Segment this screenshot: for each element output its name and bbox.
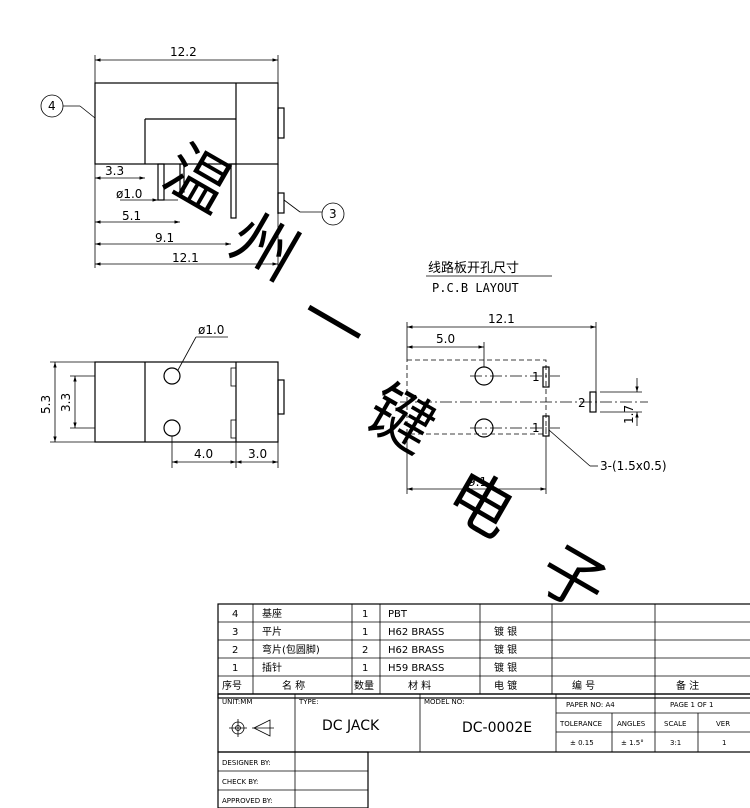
side-dim-pin-dia: ø1.0	[116, 187, 142, 201]
part-row-1-no: 4	[232, 609, 238, 620]
approved-label: APPROVED BY:	[222, 797, 272, 805]
part-row-1-material: PBT	[388, 609, 408, 620]
part-row-2-no: 3	[232, 627, 238, 638]
header-no: 序号	[222, 679, 242, 692]
title-block: 4 基座 1 PBT 3 平片 1 H62 BRASS 镀 银 2 弯片(包圆脚…	[217, 603, 750, 808]
paper-label: PAPER NO: A4	[566, 701, 615, 709]
front-dim-3.3: 3.3	[59, 393, 73, 412]
unit-label: UNIT:MM	[222, 698, 252, 706]
part-row-2-qty: 1	[362, 627, 368, 638]
model-label: MODEL NO:	[424, 698, 464, 706]
pcb-dim-12.1: 12.1	[488, 312, 515, 326]
front-dim-5.3: 5.3	[39, 395, 53, 414]
header-finish: 电 镀	[494, 679, 517, 692]
part-row-2-finish: 镀 银	[494, 625, 517, 638]
designer-label: DESIGNER BY:	[222, 759, 271, 767]
tolerance-label: TOLERANCE	[559, 720, 602, 728]
pcb-pin-2: 2	[578, 396, 586, 410]
callout-3: 3	[329, 207, 337, 221]
watermark: 温 州 一 键 电 子	[151, 132, 618, 628]
part-row-3-finish: 镀 银	[494, 643, 517, 656]
side-dim-12.1: 12.1	[172, 251, 199, 265]
part-row-1-name: 基座	[262, 607, 282, 620]
pcb-pin-1-bottom: 1	[532, 421, 540, 435]
check-label: CHECK BY:	[222, 778, 258, 786]
page-label: PAGE 1 OF 1	[670, 701, 713, 709]
projection-symbol-icon	[229, 719, 274, 737]
side-top-dim: 12.2	[170, 45, 197, 59]
model-value: DC-0002E	[462, 720, 532, 736]
side-dim-5.1: 5.1	[122, 209, 141, 223]
part-row-4-finish: 镀 银	[494, 661, 517, 674]
part-row-2-material: H62 BRASS	[388, 627, 444, 638]
ver-label: VER	[716, 720, 730, 728]
part-row-4-name: 插针	[262, 661, 282, 674]
front-dim-4.0: 4.0	[194, 447, 213, 461]
watermark-char-4: 键	[354, 372, 446, 468]
pcb-dim-5.0: 5.0	[436, 332, 455, 346]
ver-value: 1	[722, 739, 726, 747]
type-value: DC JACK	[322, 718, 380, 734]
watermark-char-1: 温	[151, 132, 243, 228]
side-view: 12.2 3.3 ø1.0 5.1 9.1 12.1 4 3	[40, 45, 345, 268]
scale-label: SCALE	[664, 720, 686, 728]
pcb-dim-9.1: 9.1	[468, 475, 487, 489]
pcb-title-en: P.C.B LAYOUT	[432, 281, 519, 295]
part-row-4-no: 1	[232, 663, 238, 674]
part-row-3-qty: 2	[362, 645, 368, 656]
callout-4: 4	[48, 99, 56, 113]
type-label: TYPE:	[298, 698, 319, 706]
header-code: 编 号	[572, 679, 595, 692]
scale-value: 3:1	[670, 739, 681, 747]
pcb-dim-1.7: 1.7	[622, 405, 636, 424]
front-hole-dim: ø1.0	[198, 323, 224, 337]
part-row-3-name: 弯片(包圆脚)	[262, 643, 320, 656]
watermark-char-5: 电	[434, 457, 526, 553]
header-material: 材 料	[408, 679, 431, 692]
part-row-2-name: 平片	[262, 625, 282, 638]
part-row-4-qty: 1	[362, 663, 368, 674]
part-row-4-material: H59 BRASS	[388, 663, 444, 674]
angles-label: ANGLES	[617, 720, 646, 728]
header-qty: 数量	[354, 679, 374, 692]
watermark-char-6: 子	[526, 532, 618, 628]
side-dim-9.1: 9.1	[155, 231, 174, 245]
pcb-slot-note: 3-(1.5x0.5)	[600, 459, 667, 473]
pcb-layout: 线路板开孔尺寸 P.C.B LAYOUT 1 2 1 12.1 5.0 9.1	[400, 260, 667, 494]
front-view: ø1.0 5.3 3.3 4.0 3.0	[39, 323, 285, 468]
header-note: 备 注	[676, 679, 699, 692]
watermark-char-3: 一	[286, 277, 378, 373]
part-row-1-qty: 1	[362, 609, 368, 620]
watermark-char-2: 州	[218, 200, 310, 296]
pcb-title-cn: 线路板开孔尺寸	[428, 260, 519, 276]
part-row-3-material: H62 BRASS	[388, 645, 444, 656]
pcb-pin-1-top: 1	[532, 370, 540, 384]
header-name: 名 称	[282, 679, 305, 692]
angles-value: ± 1.5°	[621, 739, 644, 747]
tolerance-value: ± 0.15	[570, 739, 594, 747]
part-row-3-no: 2	[232, 645, 238, 656]
side-dim-3.3: 3.3	[105, 164, 124, 178]
front-dim-3.0: 3.0	[248, 447, 267, 461]
